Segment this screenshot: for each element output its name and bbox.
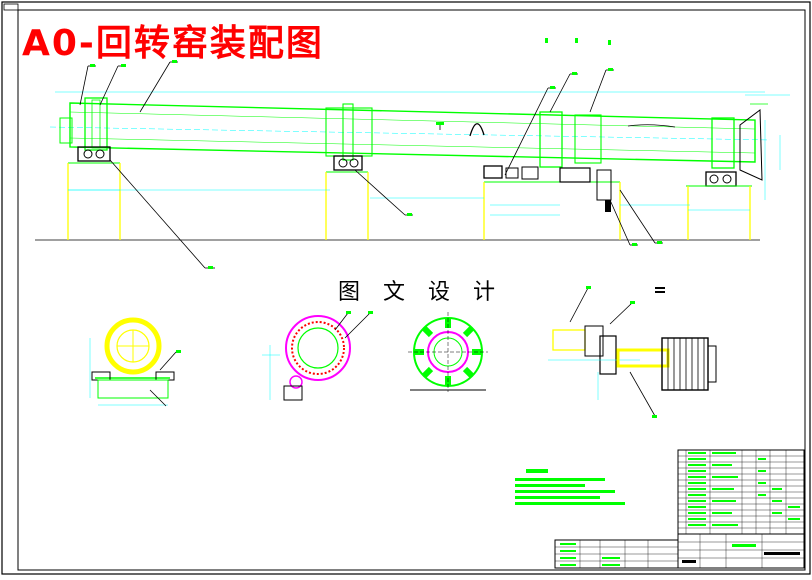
revision-block — [554, 539, 679, 569]
kiln-elevation — [49, 38, 790, 269]
section-view-3 — [408, 312, 488, 392]
riding-ring-icon — [574, 114, 602, 164]
riding-ring-inner — [342, 103, 354, 161]
corner-tag — [3, 3, 19, 11]
riding-ring-icon — [84, 97, 108, 151]
kiln-hood — [739, 109, 763, 181]
thermocouple-arc — [469, 123, 485, 137]
callout-markers — [90, 38, 662, 269]
seal-arc — [627, 124, 676, 128]
riding-ring-inner — [91, 99, 101, 149]
kiln-shell-icon — [69, 102, 756, 163]
kiln-axis — [49, 126, 771, 141]
section-view-1 — [89, 317, 181, 407]
technical-notes — [515, 469, 625, 505]
shell-inner-bottom — [69, 137, 756, 154]
leader-lines — [79, 61, 663, 269]
shell-inner-top — [69, 111, 756, 130]
girth-gear-icon — [539, 111, 563, 168]
section-view-2 — [262, 311, 373, 401]
drive-unit-icon — [605, 200, 611, 212]
title-block-icon — [677, 449, 805, 569]
support-station-3 — [483, 165, 621, 240]
support-station-2 — [325, 155, 369, 240]
inner-frame — [17, 9, 806, 571]
drive-unit-view — [548, 286, 717, 418]
drawing-title: A0-回转窑装配图 — [22, 23, 324, 64]
drawing-subtitle: 图 文 设 计 — [338, 280, 503, 305]
riding-ring-icon — [711, 117, 735, 169]
support-station-4 — [686, 171, 752, 240]
support-station-1 — [67, 146, 121, 240]
feed-end — [59, 117, 73, 144]
